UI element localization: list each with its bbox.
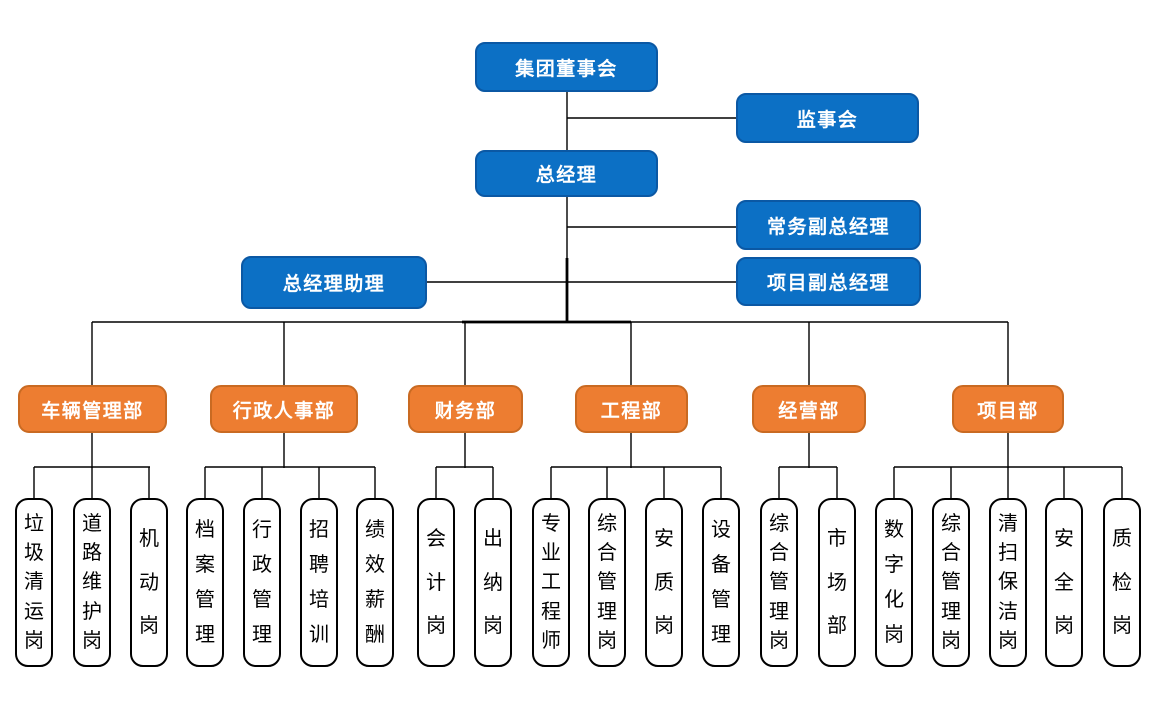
node-general-manager: 总经理: [475, 150, 658, 197]
node-board-of-directors: 集团董事会: [475, 42, 658, 92]
position-box: 数字化岗: [875, 498, 913, 667]
node-executive-deputy-gm: 常务副总经理: [736, 200, 921, 250]
position-box: 安质岗: [645, 498, 683, 667]
dept-project: 项目部: [952, 385, 1064, 433]
position-box: 招聘培训: [300, 498, 338, 667]
position-box: 绩效薪酬: [356, 498, 394, 667]
position-box: 清扫保洁岗: [989, 498, 1027, 667]
position-box: 垃圾清运岗: [15, 498, 53, 667]
position-box: 综合管理岗: [588, 498, 626, 667]
position-box: 安全岗: [1045, 498, 1083, 667]
dept-admin-hr: 行政人事部: [210, 385, 358, 433]
position-box: 设备管理: [702, 498, 740, 667]
dept-finance: 财务部: [408, 385, 523, 433]
position-box: 道路维护岗: [73, 498, 111, 667]
position-box: 质检岗: [1103, 498, 1141, 667]
position-box: 专业工程师: [532, 498, 570, 667]
node-supervisory-board: 监事会: [736, 93, 919, 143]
position-box: 机动岗: [130, 498, 168, 667]
position-box: 会计岗: [417, 498, 455, 667]
dept-vehicle-management: 车辆管理部: [18, 385, 167, 433]
dept-business: 经营部: [752, 385, 866, 433]
node-gm-assistant: 总经理助理: [241, 256, 427, 309]
position-box: 综合管理岗: [932, 498, 970, 667]
node-project-deputy-gm: 项目副总经理: [736, 257, 921, 306]
position-box: 综合管理岗: [760, 498, 798, 667]
position-box: 行政管理: [243, 498, 281, 667]
position-box: 档案管理: [186, 498, 224, 667]
dept-engineering: 工程部: [575, 385, 688, 433]
position-box: 市场部: [818, 498, 856, 667]
position-box: 出纳岗: [474, 498, 512, 667]
